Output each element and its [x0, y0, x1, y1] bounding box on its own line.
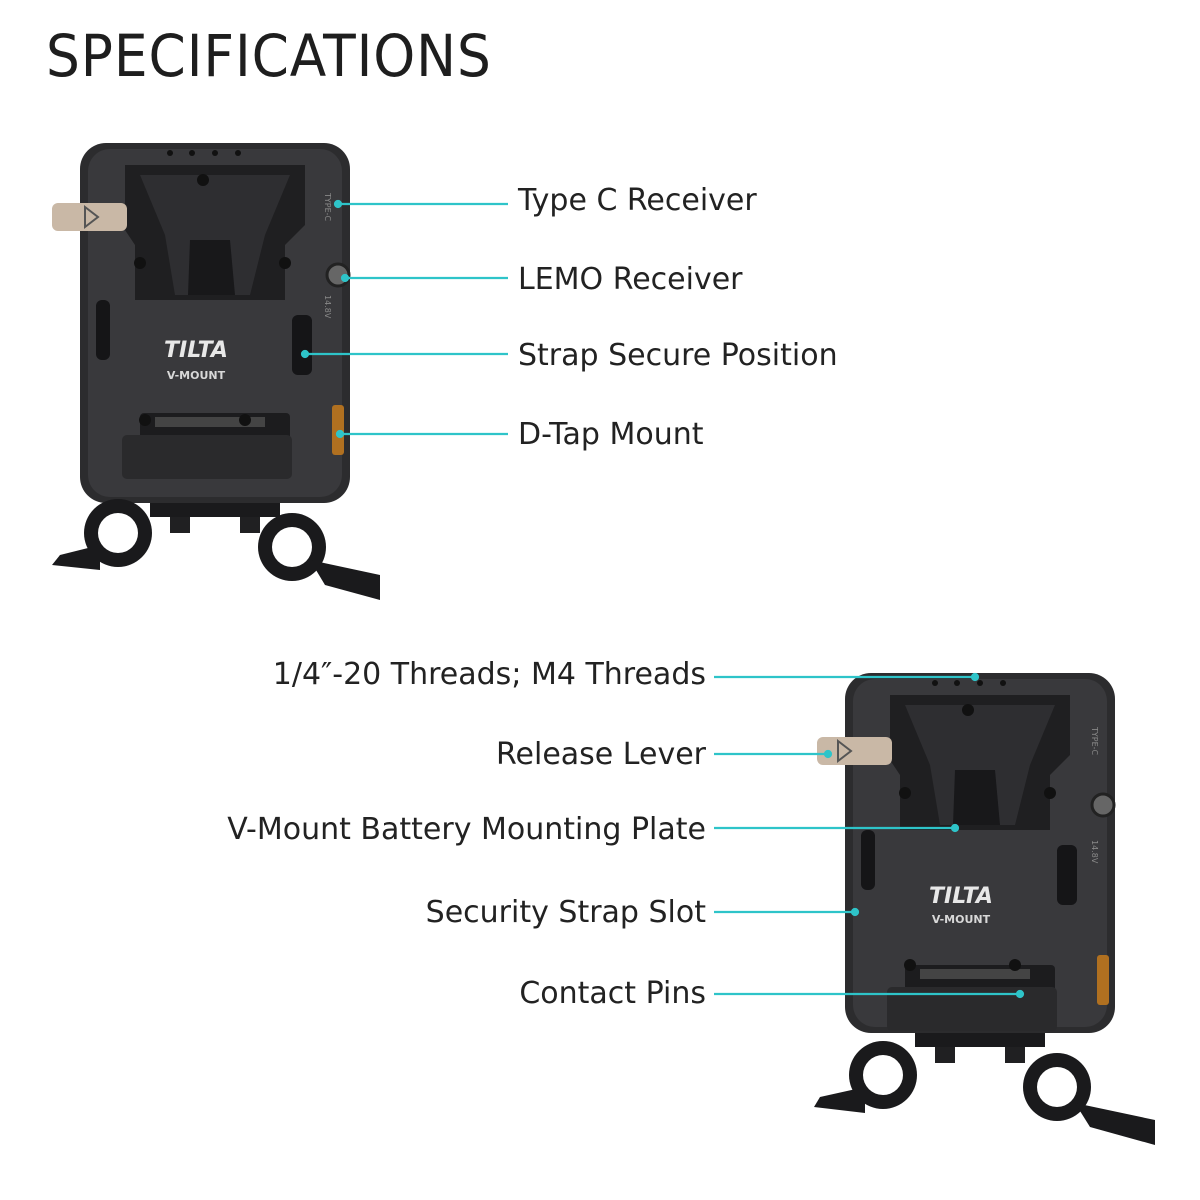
model-text-b: V-MOUNT	[932, 913, 991, 926]
brand-text-a: TILTA	[164, 338, 228, 363]
label-d-tap-mount: D-Tap Mount	[518, 417, 704, 452]
label-contact-pins: Contact Pins	[519, 976, 706, 1011]
side-label-b-2: 14.8V	[1090, 840, 1099, 864]
label-security-strap-slot: Security Strap Slot	[425, 895, 706, 930]
label-threads: 1/4″-20 Threads; M4 Threads	[272, 657, 706, 692]
label-type-c-receiver: Type C Receiver	[518, 183, 757, 218]
product-image-a: TILTA V-MOUNT TYPE-C 14.8V	[52, 143, 380, 600]
side-label-b-1: TYPE-C	[1090, 726, 1099, 756]
label-release-lever: Release Lever	[496, 737, 706, 772]
label-v-mount-battery-mounting-plate: V-Mount Battery Mounting Plate	[227, 812, 706, 847]
side-label-a-1: TYPE-C	[323, 192, 332, 222]
product-image-b: TILTA V-MOUNT TYPE-C 14.8V	[814, 673, 1155, 1145]
label-lemo-receiver: LEMO Receiver	[518, 262, 743, 297]
page-title: SPECIFICATIONS	[46, 22, 492, 90]
model-text-a: V-MOUNT	[167, 369, 226, 382]
label-strap-secure-position: Strap Secure Position	[518, 338, 838, 373]
side-label-a-2: 14.8V	[323, 295, 332, 319]
brand-text-b: TILTA	[929, 884, 993, 909]
